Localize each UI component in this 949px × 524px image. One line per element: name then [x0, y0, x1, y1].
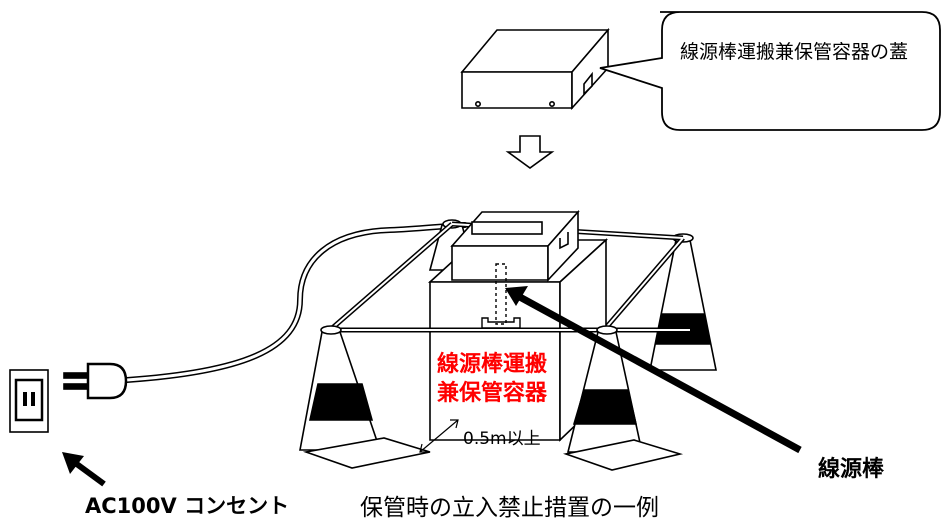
cone-front-left	[299, 325, 431, 469]
source-rod	[495, 263, 507, 325]
source-rod-pointer-arrow	[505, 286, 802, 454]
wall-outlet	[9, 369, 49, 433]
cone-back-right	[649, 233, 717, 371]
distance-label: 0.5m以上	[463, 429, 541, 449]
power-cord	[124, 222, 468, 383]
source-rod-label: 線源棒	[818, 457, 885, 482]
container-top-unit	[450, 209, 580, 283]
power-plug	[63, 362, 128, 400]
container-label: 線源棒運搬兼保管容器	[436, 352, 547, 406]
lid-callout-bubble	[599, 11, 941, 131]
outlet-label: AC100V コンセント	[85, 494, 290, 518]
down-arrow	[505, 135, 555, 169]
diagram-caption: 保管時の立入禁止措置の一例	[360, 495, 659, 521]
container-lid	[460, 27, 610, 111]
cone-front-right	[562, 325, 684, 471]
lid-callout-label: 線源棒運搬兼保管容器の蓋	[680, 41, 909, 63]
outlet-pointer-arrow	[62, 452, 106, 487]
distance-dimension	[419, 419, 459, 453]
